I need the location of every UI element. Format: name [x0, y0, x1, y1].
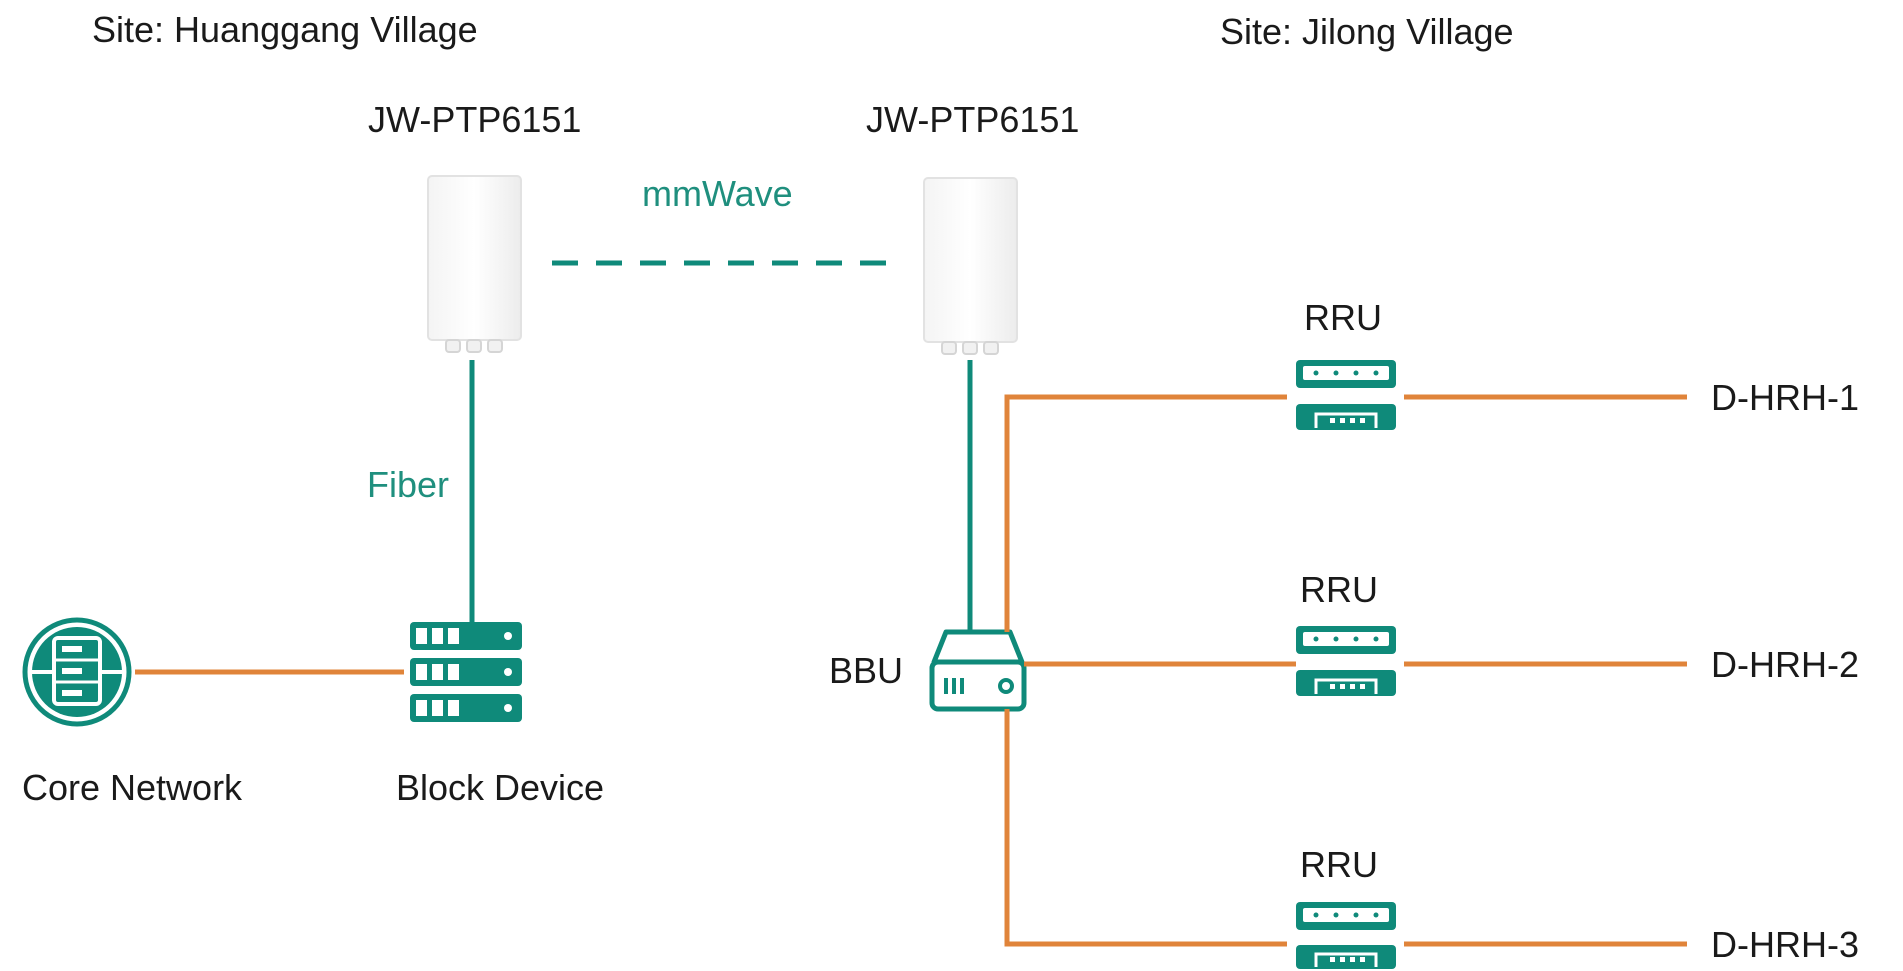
dhrh-3-label: D-HRH-3 — [1711, 924, 1859, 965]
rru-2-label: RRU — [1300, 569, 1378, 610]
bbu-label: BBU — [829, 650, 903, 691]
block-device-icon — [410, 622, 522, 722]
dhrh-2-label: D-HRH-2 — [1711, 644, 1859, 685]
core-network-icon — [22, 617, 132, 727]
rru-3-icon — [1296, 902, 1396, 969]
radio-left-icon — [427, 175, 522, 353]
rru-1-icon — [1296, 360, 1396, 430]
radio-left-label: JW-PTP6151 — [368, 99, 581, 140]
core-network-label: Core Network — [22, 767, 243, 808]
rru-3-label: RRU — [1300, 844, 1378, 885]
mmwave-label: mmWave — [642, 173, 793, 214]
link-bbu-to-rru-1 — [1004, 394, 1287, 632]
block-device-label: Block Device — [396, 767, 604, 808]
radio-right-label: JW-PTP6151 — [866, 99, 1079, 140]
radio-right-icon — [923, 177, 1018, 355]
link-bbu-to-rru-3 — [1004, 709, 1287, 947]
fiber-label: Fiber — [367, 464, 449, 505]
rru-2-icon — [1296, 626, 1396, 696]
site-label-huanggang: Site: Huanggang Village — [92, 9, 478, 50]
bbu-icon — [929, 629, 1027, 712]
site-label-jilong: Site: Jilong Village — [1220, 11, 1514, 52]
rru-1-label: RRU — [1304, 297, 1382, 338]
dhrh-1-label: D-HRH-1 — [1711, 377, 1859, 418]
